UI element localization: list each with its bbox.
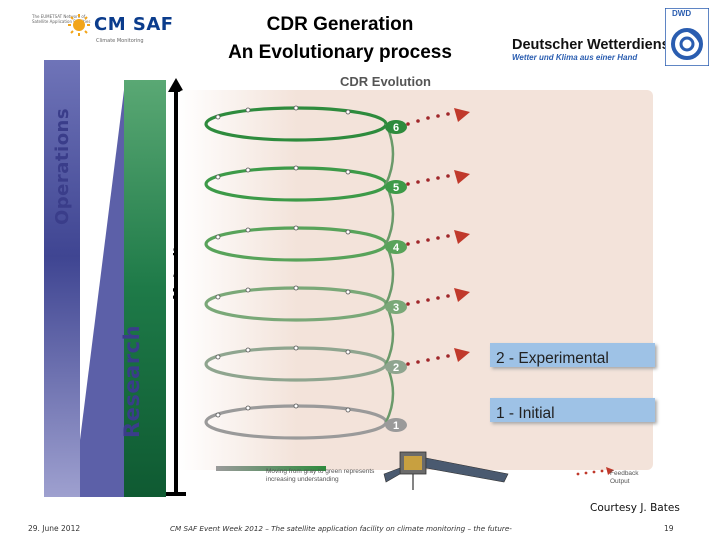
dwd-abbr: DWD	[672, 9, 692, 18]
satellite-icon	[383, 451, 509, 490]
page-number: 19	[664, 524, 674, 533]
feedback-arrow-5	[406, 170, 470, 186]
cdr-evolution-title: CDR Evolution	[340, 74, 431, 89]
operations-research-bars	[44, 60, 166, 497]
courtesy-credit: Courtesy J. Bates	[590, 502, 680, 514]
slide-title-line1: CDR Generation	[266, 14, 414, 35]
feedback-arrow-6	[406, 108, 470, 126]
legend-feedback-arrow	[576, 467, 614, 476]
footer-date: 29. June 2012	[28, 524, 81, 533]
dwd-emblem-icon	[665, 8, 709, 66]
feedback-arrow-4	[406, 230, 470, 246]
experimental-callout: 2 - Experimental	[490, 343, 655, 367]
stage-4-label: 4	[393, 242, 400, 254]
slide-title-line2: An Evolutionary process	[228, 42, 452, 63]
maturity-arrow-icon	[166, 78, 186, 496]
stage-2-label: 2	[393, 362, 399, 374]
legend-feedback-note: Feedback Output	[610, 470, 639, 485]
stage-5-label: 5	[393, 182, 399, 194]
feedback-arrow-3	[406, 288, 470, 306]
research-label: Research	[120, 324, 144, 438]
stage-6-label: 6	[393, 122, 399, 134]
eumetsat-network-text: The EUMETSAT Network of Satellite Applic…	[32, 14, 91, 24]
dwd-logo-text: Deutscher Wetterdienst	[512, 37, 675, 53]
legend-gradient-note: Moving from gray to green represents inc…	[266, 468, 375, 483]
dwd-tagline: Wetter und Klima aus einer Hand	[512, 53, 638, 62]
cmsaf-sun-icon	[68, 14, 90, 36]
cdr-evolution-figure: 6 5 4 3 2 1	[178, 90, 653, 490]
stage-1-label: 1	[393, 420, 399, 432]
cmsaf-logo-text: CM SAF	[94, 14, 174, 35]
stage-3-label: 3	[393, 302, 399, 314]
feedback-arrow-2	[406, 348, 470, 366]
footer-event: CM SAF Event Week 2012 – The satellite a…	[170, 524, 512, 533]
initial-callout: 1 - Initial	[490, 398, 655, 422]
cmsaf-logo-subtitle: Climate Monitoring	[96, 38, 144, 44]
operations-label: Operations	[52, 107, 73, 225]
